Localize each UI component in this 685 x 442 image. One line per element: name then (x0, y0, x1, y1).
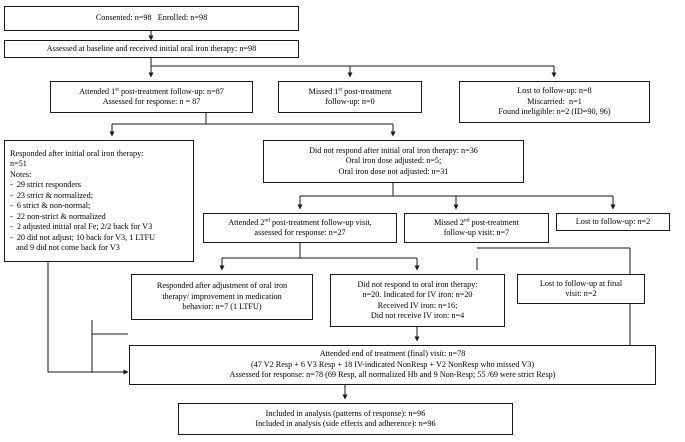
responded-initial-line-4: - 23 strict & normalized; (10, 190, 93, 200)
responded-adjust-line-0: Responded after adjustment of oral iron (156, 281, 288, 291)
included-line-1: Included in analysis (side effects and a… (255, 419, 436, 428)
responded-initial-line-2: Notes: (10, 169, 32, 179)
responded-initial-line-3: - 29 strict responders (10, 180, 81, 189)
final-visit-line-1: (47 V2 Resp + 6 V3 Resp + 18 IV-indicate… (250, 359, 535, 369)
responded-initial-line-1: n=51 (10, 159, 27, 168)
not-responded-oral-line-0: Did not respond to oral iron therapy: (357, 279, 478, 289)
lost-v1-line-2: Found ineligible: n=2 (ID=90, 96) (498, 107, 611, 117)
missed-v1-line-1: follow-up: n=0 (325, 97, 375, 106)
responded-initial-line-0: Responded after initial oral iron therap… (10, 148, 144, 158)
responded-initial-line-6: - 22 non-strict & normalized (10, 211, 106, 221)
attended-v1-line-0: Attended 1st post-treatment follow-up: n… (79, 85, 224, 96)
consented-enrolled-box: Consented: n=98 Enrolled: n=98 (4, 6, 299, 31)
missed-v2-line-1: follow-up visit: n=7 (443, 228, 510, 237)
lost-to-followup-second-box: Lost to follow-up: n=2 (556, 213, 670, 231)
included-in-analysis-box: Included in analysis (patterns of respon… (178, 403, 513, 435)
not-responded-oral-line-2: Received IV iron: n=16; (377, 300, 458, 310)
attended-v2-line-1: assessed for response: n=27 (254, 228, 346, 237)
missed-second-followup-box: Missed 2nd post-treatment follow-up visi… (404, 213, 549, 243)
attended-second-followup-box: Attended 2nd post-treatment follow-up vi… (203, 213, 397, 243)
responded-initial-line-9: and 9 did not come back for V3 (10, 243, 120, 252)
missed-v1-line-0: Missed 1st post-treatment (308, 85, 392, 96)
consented-line-0: Consented: n=98 Enrolled: n=98 (95, 13, 208, 23)
lost-final-line-0: Lost to follow-up at final (539, 278, 623, 288)
lost-final-line-1: visit: n=2 (565, 289, 597, 298)
did-not-respond-initial-therapy-box: Did not respond after initial oral iron … (263, 140, 524, 183)
not-responded-initial-line-0: Did not respond after initial oral iron … (309, 145, 478, 155)
missed-v2-line-0: Missed 2nd post-treatment (434, 216, 519, 227)
attended-first-followup-box: Attended 1st post-treatment follow-up: n… (50, 81, 253, 113)
not-responded-oral-line-1: n=20. Indicated for IV iron: n=20 (362, 290, 473, 299)
lost-to-followup-initial-box: Lost to follow-up: n=8 Miscarried: n=1 F… (459, 81, 650, 123)
included-line-0: Included in analysis (patterns of respon… (265, 408, 426, 418)
attended-v1-line-1: Assessed for response: n = 87 (102, 97, 201, 106)
responded-adjust-line-1: therapy/ improvement in medication (162, 291, 282, 301)
baseline-assessed-box: Assessed at baseline and received initia… (4, 40, 299, 58)
lost-to-followup-final-box: Lost to follow-up at final visit: n=2 (517, 274, 645, 304)
not-responded-initial-line-2: Oral iron dose not adjusted: n=31 (338, 166, 449, 176)
responded-initial-line-5: - 6 strict & non-normal; (10, 201, 91, 210)
responded-initial-line-8: - 20 did not adjust; 10 back for V3, 1 L… (10, 232, 156, 242)
final-visit-line-2: Assessed for response: n=78 (69 Resp, al… (229, 370, 556, 380)
lost-v2-line-0: Lost to follow-up: n=2 (575, 216, 651, 226)
lost-v1-line-0: Lost to follow-up: n=8 (517, 86, 592, 96)
baseline-line-0: Assessed at baseline and received initia… (46, 43, 257, 53)
responded-initial-line-7: - 2 adjusted initial oral Fe; 2/2 back f… (10, 222, 153, 231)
missed-first-followup-box: Missed 1st post-treatment follow-up: n=0 (278, 81, 422, 113)
attended-v2-line-0: Attended 2nd post-treatment follow-up vi… (228, 216, 372, 227)
did-not-respond-oral-therapy-box: Did not respond to oral iron therapy: n=… (330, 274, 505, 327)
lost-v1-line-1: Miscarried: n=1 (527, 96, 582, 106)
not-responded-oral-line-3: Did not receive IV iron: n=4 (370, 311, 465, 320)
responded-adjust-line-2: behavior: n=7 (1 LTFU) (182, 302, 262, 312)
final-visit-line-0: Attended end of treatment (final) visit:… (319, 349, 466, 359)
responded-initial-therapy-box: Responded after initial oral iron therap… (4, 140, 194, 262)
not-responded-initial-line-1: Oral iron dose adjusted: n=5; (345, 156, 442, 166)
responded-after-adjustment-box: Responded after adjustment of oral iron … (131, 274, 313, 320)
attended-final-visit-box: Attended end of treatment (final) visit:… (129, 345, 656, 385)
